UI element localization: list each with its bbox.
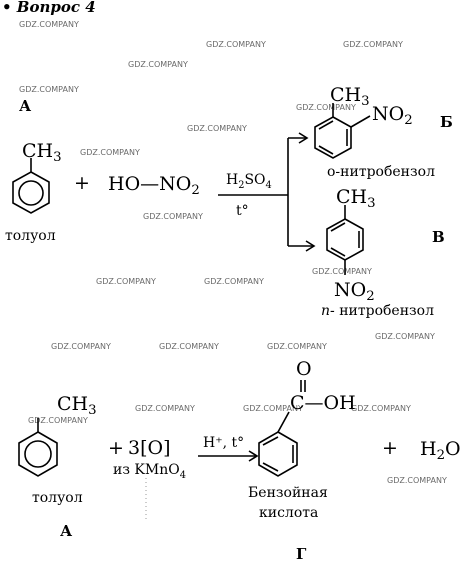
temperature-condition: t° bbox=[236, 203, 249, 219]
plus-sign-2: + bbox=[108, 437, 124, 459]
para-nitro: NO2 bbox=[334, 279, 375, 304]
methyl-group: CH3 bbox=[22, 140, 62, 165]
watermark: GDZ.COMPANY bbox=[135, 404, 195, 413]
watermark: GDZ.COMPANY bbox=[296, 103, 356, 112]
label-a-2: А bbox=[60, 522, 73, 540]
para-ring bbox=[326, 218, 364, 261]
label-a: А bbox=[19, 97, 32, 115]
watermark: GDZ.COMPANY bbox=[387, 476, 447, 485]
watermark: GDZ.COMPANY bbox=[128, 60, 188, 69]
toluene-name: толуол bbox=[5, 228, 56, 244]
product-name-line-2: кислота bbox=[259, 505, 319, 521]
watermark: GDZ.COMPANY bbox=[375, 332, 435, 341]
ortho-nitro: NO2 bbox=[372, 103, 413, 128]
ortho-methyl: CH3 bbox=[330, 84, 370, 109]
watermark: GDZ.COMPANY bbox=[343, 40, 403, 49]
product-name-line-1: Бензойная bbox=[248, 485, 328, 501]
watermark: GDZ.COMPANY bbox=[351, 404, 411, 413]
label-v: В bbox=[432, 228, 445, 246]
ortho-product-name: o-нитробензол bbox=[327, 164, 435, 180]
toluene-name-2: толуол bbox=[32, 490, 83, 506]
reaction-conditions: H⁺, t° bbox=[203, 435, 245, 451]
watermark: GDZ.COMPANY bbox=[312, 267, 372, 276]
watermark: GDZ.COMPANY bbox=[19, 85, 79, 94]
watermark: GDZ.COMPANY bbox=[51, 342, 111, 351]
plus-sign-3: + bbox=[382, 437, 398, 459]
plus-sign: + bbox=[74, 172, 90, 194]
carbonyl-oxygen: O bbox=[296, 358, 312, 380]
watermark: GDZ.COMPANY bbox=[206, 40, 266, 49]
aromatic-circle bbox=[18, 180, 44, 206]
carboxyl-group: C—OH bbox=[290, 392, 356, 414]
watermark: GDZ.COMPANY bbox=[96, 277, 156, 286]
watermark: GDZ.COMPANY bbox=[143, 212, 203, 221]
toluene-ring-2 bbox=[18, 431, 58, 477]
page-title: • Вопрос 4 bbox=[2, 0, 96, 16]
nitric-acid: HO—NO2 bbox=[108, 173, 200, 198]
watermark: GDZ.COMPANY bbox=[267, 342, 327, 351]
para-product-name: n- нитробензол bbox=[321, 303, 435, 319]
watermark: GDZ.COMPANY bbox=[159, 342, 219, 351]
watermark: GDZ.COMPANY bbox=[80, 148, 140, 157]
watermark: GDZ.COMPANY bbox=[243, 404, 303, 413]
toluene-ring bbox=[12, 171, 50, 214]
aromatic-circle bbox=[24, 440, 52, 468]
benzoic-acid-ring bbox=[258, 431, 298, 477]
ortho-ring bbox=[314, 116, 352, 159]
watermark: GDZ.COMPANY bbox=[204, 277, 264, 286]
watermark: GDZ.COMPANY bbox=[28, 416, 88, 425]
oxidant-source: из KMnO4 bbox=[113, 462, 186, 481]
watermark: GDZ.COMPANY bbox=[187, 124, 247, 133]
label-g: Г bbox=[296, 545, 307, 563]
oxidant: 3[O] bbox=[128, 437, 171, 459]
methyl-group-2: CH3 bbox=[57, 393, 97, 418]
watermark: GDZ.COMPANY bbox=[19, 20, 79, 29]
water: H2O bbox=[420, 438, 461, 463]
para-methyl: CH3 bbox=[336, 186, 376, 211]
label-b: Б bbox=[440, 113, 453, 131]
catalyst-h2so4: H2SO4 bbox=[226, 172, 272, 191]
